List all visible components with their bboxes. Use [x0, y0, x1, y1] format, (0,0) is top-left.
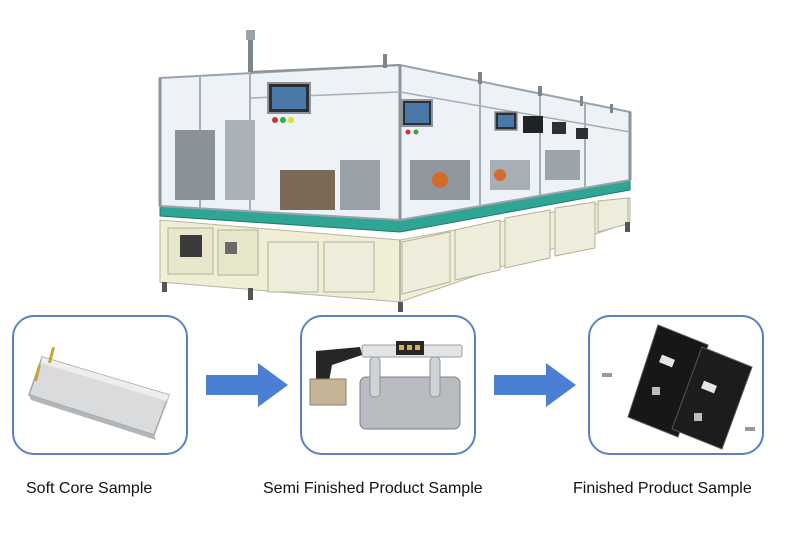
soft-core-cell-image: [28, 347, 170, 440]
semi-finished-sample-box: [300, 315, 476, 455]
production-line-machine: [158, 30, 632, 312]
semi-finished-image: [309, 341, 463, 430]
hmi-screen: [576, 128, 588, 139]
orange-module: [280, 170, 335, 210]
finished-caption: Finished Product Sample: [573, 480, 752, 497]
finished-sample-box: [588, 315, 764, 455]
finished-battery-image: [602, 324, 755, 450]
vent-panel: [180, 235, 202, 257]
hmi-screen: [552, 122, 566, 134]
fan-grille: [225, 242, 237, 254]
arrow-right-icon: [494, 363, 576, 407]
hmi-screen: [523, 116, 543, 133]
soft-core-sample-box: [12, 315, 188, 455]
soft-core-caption: Soft Core Sample: [26, 480, 153, 497]
semi-finished-caption: Semi Finished Product Sample: [263, 480, 483, 497]
arrow-right-icon: [206, 363, 288, 407]
